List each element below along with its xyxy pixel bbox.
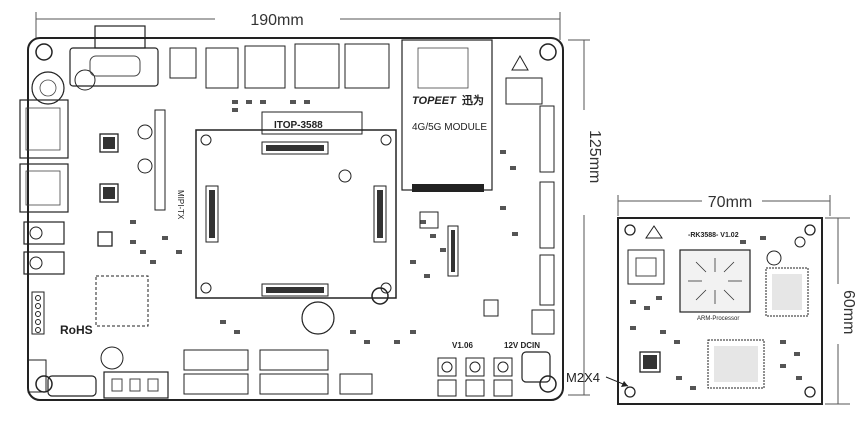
module-crystal: [766, 250, 782, 266]
button-3: [493, 357, 513, 377]
pin-header-4: [259, 373, 329, 395]
mount-hole-center: [371, 287, 389, 305]
pcie-slot: [154, 109, 166, 211]
main-board-outline: [27, 37, 564, 401]
ic-chip-4: [95, 275, 149, 327]
main-width-dimension: 190mm: [35, 12, 561, 40]
mipi-label: MIPI-TX: [176, 190, 185, 220]
ic-chip-1: [99, 133, 119, 153]
b2b-connector-bottom: [261, 283, 329, 297]
mount-hole-top-left: [35, 43, 53, 61]
battery-holder: [100, 346, 124, 370]
module-title: -RK3588- V1.02: [688, 232, 739, 239]
module-width-dimension: 70mm: [617, 194, 831, 216]
module-hole-bottom-right: [804, 386, 816, 398]
dc-jack: [521, 351, 551, 383]
main-height-label: 125mm: [586, 130, 603, 183]
smd-components: [130, 100, 518, 344]
pin-header-1: [183, 349, 249, 371]
sim-slot: [344, 43, 390, 89]
mipi-connector-3: [539, 254, 555, 306]
mount-hole-bottom-right: [539, 375, 557, 393]
warning-icon: [511, 54, 529, 71]
module-hole-top-right: [804, 224, 816, 236]
module-height-label: 60mm: [840, 290, 857, 334]
rohs-mark: RoHS: [60, 323, 93, 337]
debug-header: [27, 359, 47, 393]
fpc-connector: [447, 225, 459, 277]
module-connector: [412, 184, 484, 192]
ethernet-port-1: [19, 99, 69, 159]
main-width-label: 190mm: [250, 12, 303, 29]
emmc-chip: [639, 351, 661, 373]
gpio-header: [31, 291, 45, 335]
core-module: -RK3588- V1.02 ARM-Processor: [617, 217, 823, 405]
hdmi-port-1: [244, 45, 286, 89]
module-smd-components: [630, 236, 802, 390]
core-module-socket: [195, 129, 397, 299]
memory-chip-1: [765, 267, 809, 317]
warning-chip: [505, 77, 543, 105]
module-hole-top-left: [624, 224, 636, 236]
button-4: [437, 379, 457, 397]
ic-chip-6: [483, 299, 499, 317]
ic-chip-5: [419, 211, 439, 229]
audio-jack-1: [23, 221, 65, 245]
audio-jack-2: [23, 251, 65, 275]
module-slot-label: 4G/5G MODULE: [412, 122, 487, 133]
mipi-connector-1: [539, 105, 555, 173]
module-height-dimension: 60mm: [825, 217, 857, 405]
processor-label: ARM-Processor: [697, 316, 739, 322]
b2b-connector-right: [373, 185, 387, 243]
button-6: [493, 379, 513, 397]
polarity-mark: [338, 169, 352, 183]
ethernet-port-2: [19, 163, 69, 213]
button-1: [437, 357, 457, 377]
mipi-connector-2: [539, 181, 555, 249]
model-name: ITOP-3588: [274, 120, 323, 131]
hdmi-port-2: [294, 43, 340, 89]
module-warning-icon: [645, 225, 663, 239]
ic-chip-2: [99, 183, 119, 203]
buzzer: [31, 71, 65, 105]
capacitor-1: [74, 69, 96, 91]
pin-header-5: [339, 373, 373, 395]
b2b-connector-top: [261, 141, 329, 155]
model-label-box: [261, 111, 363, 135]
power-connector: [103, 371, 169, 399]
usb-port-1: [169, 47, 197, 79]
power-label: 12V DCIN: [504, 341, 540, 350]
topeet-logo: TOPEET: [412, 95, 457, 107]
topeet-logo-cn: 迅为: [462, 93, 484, 107]
main-board: TOPEET 迅为 4G/5G MODULE ITOP-3588 MIPI-TX: [19, 25, 564, 401]
module-hole-bottom-left: [624, 386, 636, 398]
b2b-connector-left: [205, 185, 219, 243]
main-height-dimension: 125mm: [568, 39, 603, 396]
screw-callout-label: M2X4: [566, 370, 600, 385]
button-2: [465, 357, 485, 377]
vga-port: [47, 375, 97, 397]
pmic-chip: [627, 249, 665, 285]
screw-callout: M2X4: [566, 370, 629, 387]
button-5: [465, 379, 485, 397]
switch: [531, 309, 555, 335]
coin-cell: [301, 301, 335, 335]
board-version: V1.06: [452, 341, 473, 350]
ic-chip-3: [97, 231, 113, 247]
usb-port-2: [205, 47, 239, 89]
mount-hole-top-right: [539, 43, 557, 61]
pin-header-2: [183, 373, 249, 395]
serial-port: [69, 47, 159, 87]
pin-header-3: [259, 349, 329, 371]
module-width-label: 70mm: [708, 194, 752, 211]
memory-chip-2: [707, 339, 765, 389]
